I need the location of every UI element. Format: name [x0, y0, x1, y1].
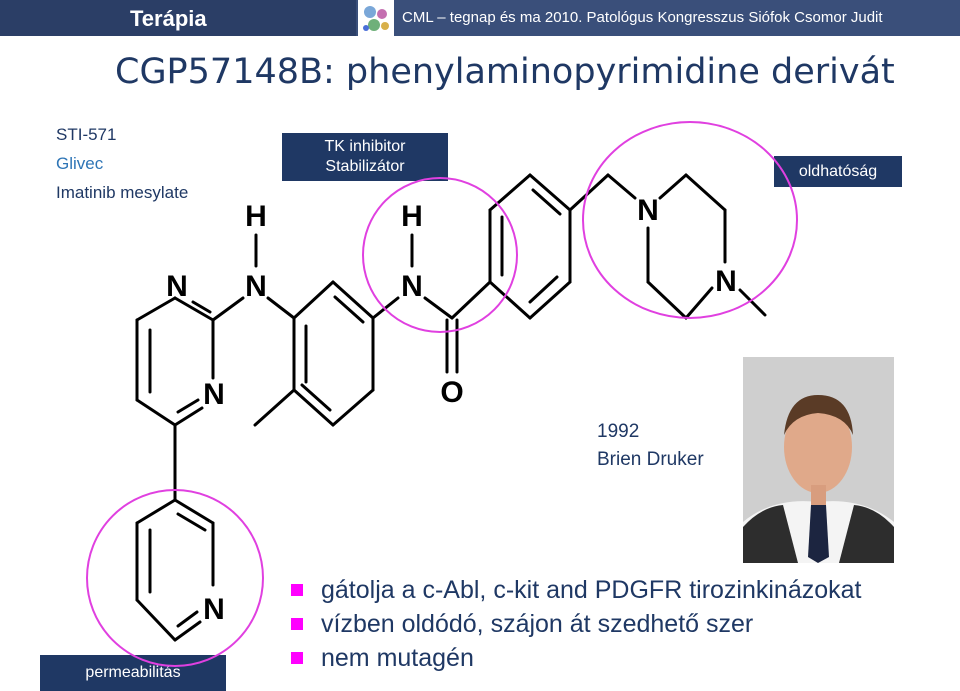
solubility-label: oldhatóság: [774, 156, 902, 187]
header-bar: Terápia CML – tegnap és ma 2010. Patológ…: [0, 0, 960, 36]
list-item: vízben oldódó, szájon át szedhető szer: [291, 607, 862, 641]
bullet-square-icon: [291, 652, 303, 664]
molecule-bonds: [135, 173, 767, 642]
permeability-label: permeabilitás: [40, 655, 226, 691]
atom-n-amide: N: [401, 270, 423, 303]
tk-inhibitor-label: TK inhibitor Stabilizátor: [282, 133, 448, 181]
atom-n-pyridine: N: [203, 593, 225, 626]
atom-o-carbonyl: O: [440, 376, 463, 409]
permeability-label-text: permeabilitás: [85, 664, 181, 681]
header-info: CML – tegnap és ma 2010. Patológus Kongr…: [402, 9, 883, 26]
bullet-text: vízben oldódó, szájon át szedhető szer: [321, 610, 754, 638]
atom-n-piperazine-bottom: N: [715, 265, 737, 298]
discovery-info: 1992 Brien Druker: [597, 418, 704, 474]
header-section-panel: Terápia: [0, 0, 356, 36]
piperazine-highlight-circle: [582, 121, 798, 319]
discoverer-name: Brien Druker: [597, 449, 704, 470]
atom-h1: H: [245, 200, 267, 233]
bullet-text: nem mutagén: [321, 644, 474, 672]
section-title: Terápia: [130, 6, 207, 31]
highlight-circles: [86, 121, 798, 667]
page-title: CGP57148B: phenylaminopyrimidine derivát: [115, 52, 895, 92]
tk-label-line1: TK inhibitor: [324, 138, 406, 155]
portrait-photo: [743, 357, 894, 563]
atom-n-piperazine-top: N: [637, 194, 659, 227]
list-item: gátolja a c-Abl, c-kit and PDGFR tirozin…: [291, 573, 862, 607]
drug-name-code: STI-571: [56, 125, 117, 144]
drug-name-generic: Imatinib mesylate: [56, 183, 189, 202]
conference-logo-icon: [358, 0, 394, 36]
bullet-list: gátolja a c-Abl, c-kit and PDGFR tirozin…: [291, 573, 862, 675]
atom-n-amine: N: [245, 270, 267, 303]
tk-label-line2: Stabilizátor: [325, 158, 405, 175]
atom-n-pyrimidine-top: N: [166, 270, 188, 303]
bullet-square-icon: [291, 618, 303, 630]
bullet-square-icon: [291, 584, 303, 596]
atom-h2: H: [401, 200, 423, 233]
amide-highlight-circle: [362, 177, 518, 333]
list-item: nem mutagén: [291, 641, 862, 675]
solubility-label-text: oldhatóság: [798, 162, 878, 180]
discovery-year: 1992: [597, 421, 640, 442]
pyridine-highlight-circle: [86, 489, 264, 667]
drug-names: STI-571 Glivec Imatinib mesylate: [56, 120, 188, 207]
drug-name-brand: Glivec: [56, 154, 104, 173]
atom-n-pyrimidine-mid: N: [203, 378, 225, 411]
bullet-text: gátolja a c-Abl, c-kit and PDGFR tirozin…: [321, 576, 862, 604]
